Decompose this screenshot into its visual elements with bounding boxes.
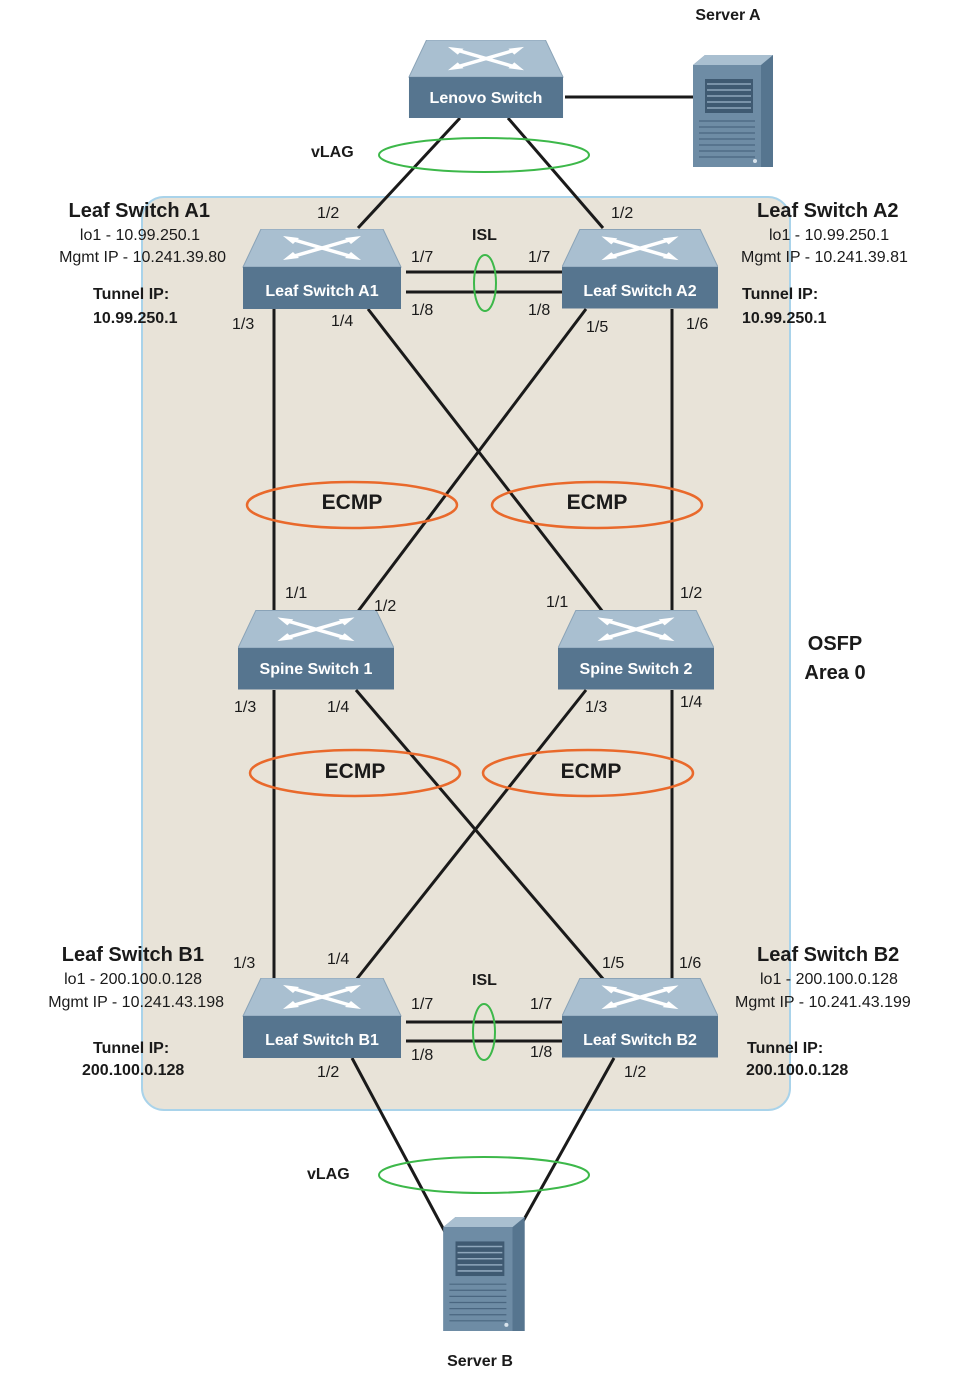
ecmp-ring-2 — [490, 480, 704, 530]
leaf-a2-mgmt-ip: Mgmt IP - 10.241.39.81 — [741, 249, 908, 266]
port-label: 1/8 — [528, 302, 551, 319]
port-label: 1/2 — [680, 585, 703, 602]
vlag-label-bottom: vLAG — [307, 1166, 350, 1183]
leaf-a2-tunnel-label: Tunnel IP: — [742, 286, 819, 303]
leaf-a1-title: Leaf Switch A1 — [68, 200, 210, 222]
ecmp-ring-1 — [245, 480, 459, 530]
port-label: 1/4 — [680, 694, 703, 711]
port-label: 1/6 — [679, 955, 702, 972]
port-label: 1/7 — [411, 249, 434, 266]
ecmp-ring-3 — [248, 748, 462, 798]
ospf-area-title: OSFP — [807, 633, 863, 655]
spine-switch-1: Spine Switch 1 — [238, 610, 394, 690]
port-label: 1/5 — [586, 319, 609, 336]
port-label: 1/6 — [686, 316, 709, 333]
server-a-label: Server A — [695, 7, 761, 24]
leaf-b2-mgmt-ip: Mgmt IP - 10.241.43.199 — [735, 994, 911, 1011]
link-a2-spine1 — [354, 308, 588, 615]
port-label: 1/7 — [411, 996, 434, 1013]
leaf-a1-tunnel-ip: 10.99.250.1 — [93, 310, 178, 327]
port-label: 1/7 — [528, 249, 551, 266]
link-lenovo-leaf-a2 — [506, 117, 605, 229]
link-a1-spine2 — [366, 308, 605, 613]
leaf-b1-title: Leaf Switch B1 — [61, 944, 204, 966]
ecmp-ring-4 — [481, 748, 695, 798]
leaf-a1-device-label: Leaf Switch A1 — [265, 283, 378, 300]
isl-ring-top — [473, 254, 497, 312]
leaf-b1-tunnel-label: Tunnel IP: — [93, 1040, 170, 1057]
ecmp-label-3: ECMP — [324, 760, 386, 783]
leaf-switch-b2: Leaf Switch B2 — [562, 978, 718, 1058]
port-label: 1/5 — [602, 955, 625, 972]
port-label: 1/8 — [530, 1044, 553, 1061]
isl-label-bottom: ISL — [472, 972, 497, 989]
link-lenovo-leaf-a1 — [356, 116, 462, 230]
server-icon — [443, 1217, 525, 1331]
vlag-ring-bottom — [378, 1156, 590, 1194]
ecmp-label-2: ECMP — [566, 491, 628, 514]
leaf-switch-a2: Leaf Switch A2 — [562, 229, 718, 309]
leaf-switch-a1: Leaf Switch A1 — [241, 229, 403, 309]
isl-ring-bottom — [472, 1003, 496, 1061]
port-label: 1/2 — [624, 1064, 647, 1081]
port-label: 1/2 — [374, 598, 397, 615]
port-label: 1/7 — [530, 996, 553, 1013]
port-label: 1/4 — [327, 699, 350, 716]
ecmp-label-1: ECMP — [321, 491, 383, 514]
link-spine1-b2 — [354, 689, 606, 981]
leaf-b2-tunnel-ip: 200.100.0.128 — [746, 1062, 849, 1079]
vlag-ring-top — [378, 137, 590, 173]
leaf-switch-b1: Leaf Switch B1 — [241, 978, 403, 1058]
port-label: 1/8 — [411, 1047, 434, 1064]
port-label: 1/2 — [317, 205, 340, 222]
port-label: 1/2 — [611, 205, 634, 222]
leaf-a1-mgmt-ip: Mgmt IP - 10.241.39.80 — [59, 249, 226, 266]
leaf-b2-device-label: Leaf Switch B2 — [583, 1032, 697, 1049]
port-label: 1/3 — [585, 699, 608, 716]
leaf-a2-title: Leaf Switch A2 — [757, 200, 899, 222]
leaf-a1-loopback: lo1 - 10.99.250.1 — [79, 227, 200, 244]
ecmp-label-4: ECMP — [560, 760, 622, 783]
leaf-a1-tunnel-label: Tunnel IP: — [93, 286, 170, 303]
port-label: 1/8 — [411, 302, 434, 319]
link-b1-server-b — [350, 1057, 447, 1233]
server-icon — [693, 55, 773, 167]
leaf-b2-title: Leaf Switch B2 — [757, 944, 900, 966]
lenovo-switch: Lenovo Switch — [407, 40, 565, 118]
leaf-a2-device-label: Leaf Switch A2 — [583, 283, 696, 300]
rings — [245, 137, 704, 1194]
ospf-area-subtitle: Area 0 — [804, 662, 866, 684]
server-b-label: Server B — [447, 1353, 513, 1370]
links — [272, 95, 693, 1233]
link-b2-server-b — [515, 1057, 616, 1233]
port-label: 1/3 — [233, 955, 256, 972]
isl-label-top: ISL — [472, 227, 497, 244]
leaf-a2-loopback: lo1 - 10.99.250.1 — [769, 227, 890, 244]
leaf-b2-tunnel-label: Tunnel IP: — [747, 1040, 824, 1057]
spine-1-device-label: Spine Switch 1 — [260, 661, 373, 678]
lenovo-switch-label: Lenovo Switch — [430, 90, 543, 107]
ospf-area-region — [141, 196, 791, 1111]
port-label: 1/1 — [546, 594, 569, 611]
spine-switch-2: Spine Switch 2 — [558, 610, 714, 690]
spine-2-device-label: Spine Switch 2 — [580, 661, 693, 678]
port-label: 1/3 — [232, 316, 255, 333]
port-label: 1/4 — [327, 951, 350, 968]
port-label: 1/4 — [331, 313, 354, 330]
leaf-b1-mgmt-ip: Mgmt IP - 10.241.43.198 — [48, 994, 224, 1011]
vlag-label-top: vLAG — [311, 144, 354, 161]
port-label: 1/3 — [234, 699, 257, 716]
leaf-b1-loopback: lo1 - 200.100.0.128 — [64, 971, 202, 988]
link-spine2-b1 — [354, 689, 588, 981]
port-label: 1/2 — [317, 1064, 340, 1081]
leaf-b1-tunnel-ip: 200.100.0.128 — [82, 1062, 185, 1079]
leaf-b1-device-label: Leaf Switch B1 — [265, 1032, 379, 1049]
leaf-a2-tunnel-ip: 10.99.250.1 — [742, 310, 827, 327]
leaf-b2-loopback: lo1 - 200.100.0.128 — [760, 971, 898, 988]
port-label: 1/1 — [285, 585, 308, 602]
